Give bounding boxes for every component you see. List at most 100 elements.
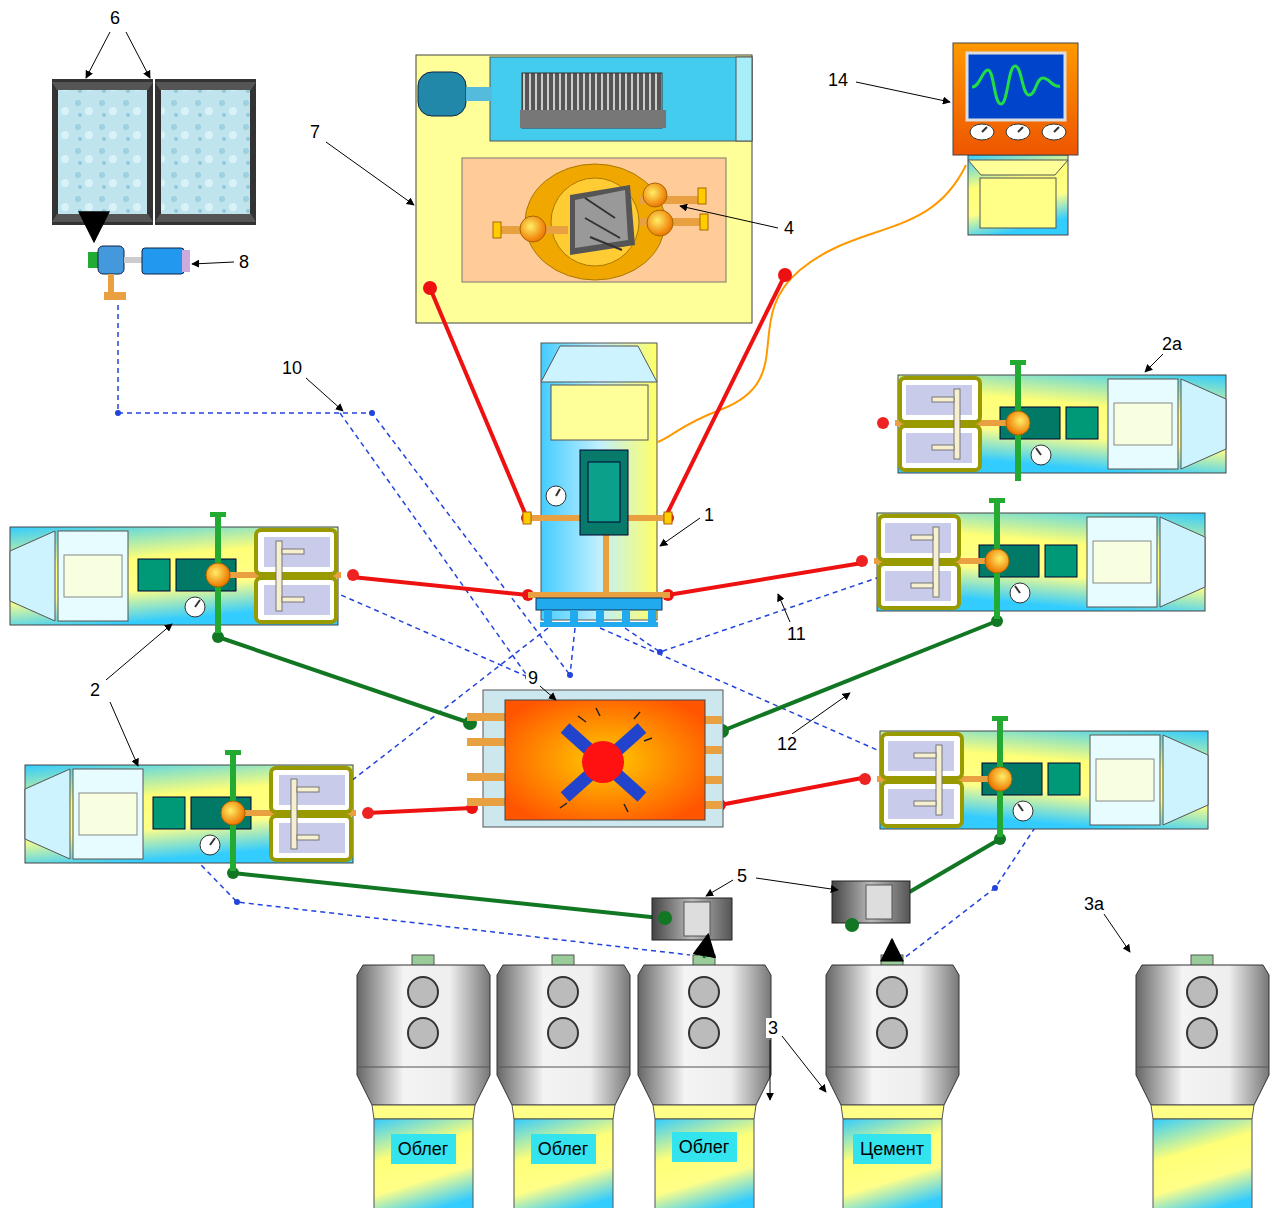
illustration-rect bbox=[418, 72, 466, 116]
illustration-line bbox=[1145, 354, 1163, 372]
illustration-line bbox=[192, 262, 234, 264]
illustration-rect bbox=[505, 700, 705, 820]
illustration-circle bbox=[657, 649, 663, 655]
illustration-rect bbox=[520, 110, 666, 128]
illustration-rect bbox=[967, 53, 1065, 120]
illustration-polyline bbox=[720, 778, 862, 805]
illustration-circle bbox=[582, 741, 624, 783]
illustration-rect bbox=[536, 598, 662, 610]
illustration-path bbox=[972, 66, 1060, 104]
illustration-line bbox=[778, 594, 790, 622]
illustration-use bbox=[10, 512, 359, 633]
hoppers bbox=[652, 881, 910, 940]
illustration-line bbox=[856, 82, 950, 102]
illustration-rect bbox=[544, 610, 552, 624]
illustration-rect bbox=[124, 257, 142, 263]
callout-number: 3a bbox=[1082, 894, 1106, 914]
illustration-rect bbox=[580, 450, 628, 535]
callout-number: 11 bbox=[785, 624, 808, 644]
illustration-circle bbox=[423, 281, 437, 295]
material-name: Цемент bbox=[860, 1138, 924, 1160]
illustration-rect bbox=[866, 885, 892, 919]
illustration-polygon bbox=[155, 214, 256, 222]
illustration-rect bbox=[467, 798, 507, 806]
illustration-line bbox=[1104, 914, 1130, 952]
callout-number: 12 bbox=[775, 734, 799, 754]
callout-number: 9 bbox=[526, 668, 540, 688]
illustration-path bbox=[982, 127, 1059, 132]
illustration-circle bbox=[546, 486, 566, 506]
illustration-rect bbox=[551, 385, 648, 440]
silo-label: Облег bbox=[672, 1132, 737, 1162]
sand-processing-unit bbox=[416, 55, 752, 323]
illustration-rect bbox=[980, 178, 1056, 228]
illustration-rect bbox=[588, 462, 620, 522]
illustration-circle bbox=[647, 210, 673, 236]
callout-number: 10 bbox=[280, 358, 304, 378]
illustration-rect bbox=[467, 773, 507, 781]
material-name: Облег bbox=[398, 1138, 449, 1160]
illustration-rect bbox=[603, 535, 609, 598]
illustration-rect bbox=[622, 610, 630, 624]
silo-label: Цемент bbox=[853, 1134, 931, 1164]
illustration-circle bbox=[551, 178, 639, 266]
mixing-tank bbox=[467, 690, 723, 827]
illustration-polyline bbox=[570, 628, 575, 675]
illustration-polygon bbox=[570, 185, 635, 255]
illustration-polygon bbox=[52, 82, 153, 90]
callout-number: 6 bbox=[108, 8, 122, 28]
illustration-rect bbox=[540, 622, 658, 627]
illustration-circle bbox=[520, 216, 546, 242]
illustration-path bbox=[585, 198, 622, 250]
illustration-rect bbox=[467, 738, 507, 746]
illustration-polygon bbox=[155, 82, 256, 90]
illustration-rect bbox=[467, 713, 507, 721]
callout-number: 5 bbox=[735, 866, 749, 886]
illustration-line bbox=[565, 728, 642, 797]
illustration-polyline bbox=[668, 563, 862, 595]
illustration-rect bbox=[684, 902, 710, 936]
illustration-rect bbox=[416, 55, 752, 323]
material-name: Облег bbox=[538, 1138, 589, 1160]
illustration-polygon bbox=[968, 160, 1068, 175]
illustration-use bbox=[826, 955, 959, 1208]
illustration-circle bbox=[643, 183, 667, 207]
callout-number: 8 bbox=[237, 252, 251, 272]
illustration-line bbox=[706, 880, 733, 896]
illustration-circle bbox=[845, 918, 859, 932]
illustration-line bbox=[556, 489, 560, 496]
illustration-circle bbox=[662, 512, 674, 524]
illustration-use bbox=[1136, 955, 1269, 1208]
illustration-line bbox=[326, 142, 414, 205]
illustration-line bbox=[126, 32, 150, 78]
silo-label: Облег bbox=[391, 1134, 456, 1164]
illustration-rect bbox=[523, 512, 531, 524]
illustration-line bbox=[792, 693, 850, 734]
illustration-path bbox=[891, 940, 894, 958]
illustration-polyline bbox=[233, 873, 660, 918]
illustration-line bbox=[306, 378, 343, 411]
illustration-circle bbox=[658, 911, 672, 925]
callout-number: 2 bbox=[88, 680, 102, 700]
illustration-use bbox=[497, 955, 630, 1208]
callout-number: 2a bbox=[1160, 334, 1184, 354]
illustration-rect bbox=[483, 690, 723, 827]
illustration-path bbox=[560, 708, 652, 812]
illustration-rect bbox=[55, 82, 150, 222]
illustration-line bbox=[770, 1040, 771, 1100]
illustration-rect bbox=[182, 250, 190, 272]
illustration-rect bbox=[570, 610, 578, 624]
illustration-polyline bbox=[218, 637, 470, 723]
cementing-unit bbox=[523, 343, 672, 627]
cement-trucks bbox=[10, 360, 1226, 871]
silos bbox=[357, 935, 1269, 1208]
illustration-rect bbox=[108, 274, 114, 294]
illustration-line bbox=[680, 206, 778, 228]
illustration-line bbox=[106, 624, 172, 680]
illustration-line bbox=[110, 702, 138, 766]
illustration-polyline bbox=[430, 288, 527, 518]
illustration-circle bbox=[234, 899, 240, 905]
water-pump bbox=[88, 225, 190, 300]
